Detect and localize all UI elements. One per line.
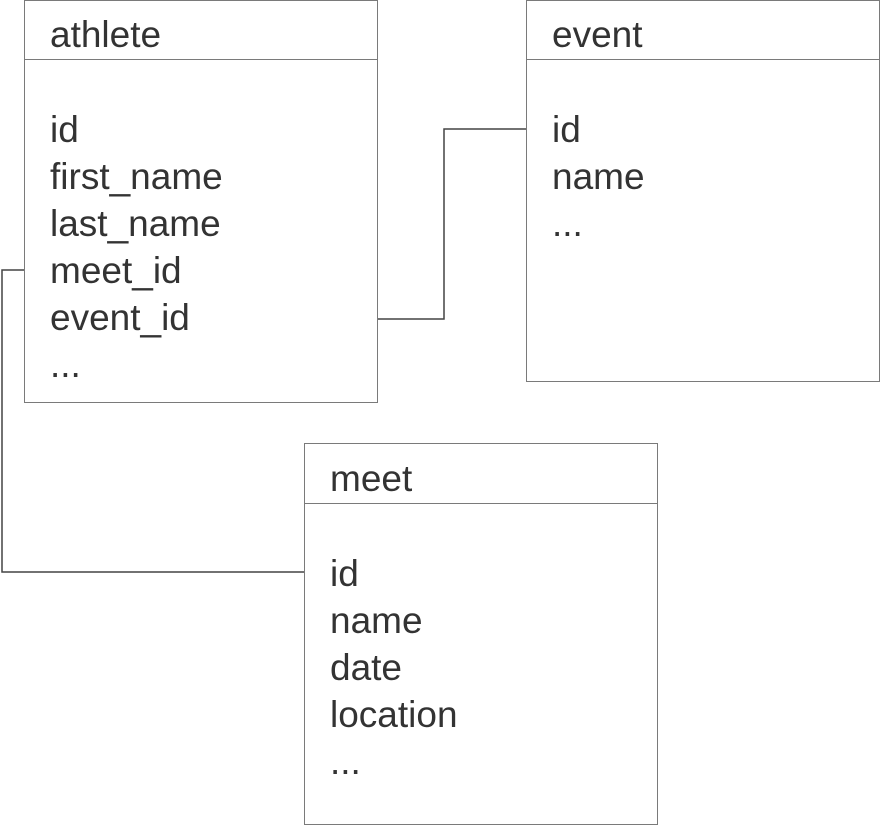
field-location: location — [330, 694, 458, 735]
field-id: id — [330, 553, 359, 594]
field-list: id first_name last_name meet_id event_id… — [50, 106, 223, 388]
entity-title: meet — [330, 458, 413, 499]
entity-meet[interactable]: meet id name date location ... — [304, 443, 658, 825]
field-ellipsis: ... — [552, 203, 583, 244]
field-meet-id: meet_id — [50, 250, 182, 291]
field-list: id name date location ... — [330, 550, 458, 785]
entity-title: event — [552, 14, 643, 55]
field-ellipsis: ... — [50, 344, 81, 385]
field-id: id — [552, 109, 581, 150]
entity-header: meet — [305, 444, 657, 504]
entity-title: athlete — [50, 14, 162, 55]
field-name: name — [330, 600, 423, 641]
field-last-name: last_name — [50, 203, 221, 244]
relationship-line-athlete-event — [378, 128, 526, 320]
entity-header: athlete — [25, 1, 377, 60]
field-date: date — [330, 647, 403, 688]
field-id: id — [50, 109, 79, 150]
field-list: id name ... — [552, 106, 645, 247]
entity-header: event — [527, 1, 879, 60]
entity-event[interactable]: event id name ... — [526, 0, 880, 382]
entity-athlete[interactable]: athlete id first_name last_name meet_id … — [24, 0, 378, 403]
field-event-id: event_id — [50, 297, 190, 338]
field-first-name: first_name — [50, 156, 223, 197]
field-ellipsis: ... — [330, 741, 361, 782]
field-name: name — [552, 156, 645, 197]
